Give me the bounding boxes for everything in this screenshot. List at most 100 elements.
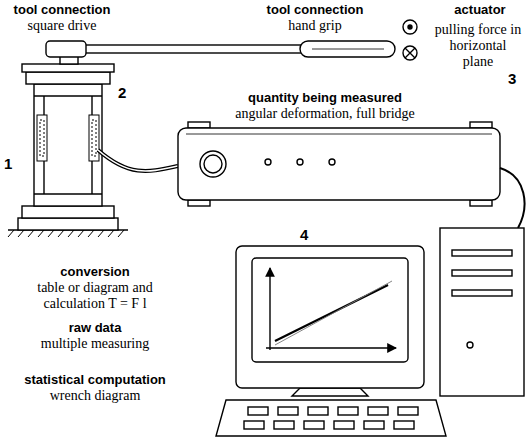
keyboard [398, 407, 418, 415]
label-box: statistical computation [10, 372, 180, 388]
step-heading: conversion [10, 264, 180, 280]
label-box: actuator [435, 2, 525, 18]
keyboard [394, 421, 414, 429]
step-heading: raw data [10, 320, 180, 336]
torque-transducer [34, 84, 102, 206]
part-heading: tool connection [2, 2, 122, 18]
label-box: angular deformation, full bridge [215, 106, 435, 122]
monitor [236, 246, 424, 396]
part-heading: quantity being measured [215, 90, 435, 106]
step-heading: statistical computation [10, 372, 180, 388]
keyboard [274, 421, 294, 429]
computer-tower [452, 270, 512, 276]
label-box: wrench diagram [10, 388, 180, 404]
measuring-amplifier [297, 159, 303, 165]
torque-transducer [26, 72, 110, 84]
keyboard [278, 407, 298, 415]
step-note: wrench diagram [10, 388, 180, 404]
computer-tower [467, 342, 473, 348]
setup-illustration [8, 20, 524, 436]
signal-cable [98, 150, 178, 171]
signal-cable [98, 150, 178, 171]
wrench-diagram-plot [269, 268, 270, 350]
measuring-amplifier [204, 155, 222, 173]
measuring-amplifier [470, 200, 492, 206]
measuring-amplifier [188, 200, 210, 206]
torque-transducer [34, 95, 102, 96]
computer-tower [440, 228, 524, 396]
label-box: hand grip [255, 18, 375, 34]
part-heading: actuator [435, 2, 525, 18]
keyboard [364, 421, 384, 429]
force-direction-symbol [403, 20, 417, 60]
measuring-amplifier [329, 159, 335, 165]
label-box: raw data [10, 320, 180, 336]
computer-tower [452, 250, 512, 256]
callout-number: 4 [300, 226, 308, 244]
label-box: conversion [10, 264, 180, 280]
torque-wrench [46, 41, 395, 57]
force-direction-symbol [405, 48, 415, 58]
keyboard [248, 407, 268, 415]
computer-tower [440, 228, 524, 396]
data-cable [500, 168, 524, 228]
strain-gauge [37, 115, 47, 161]
wrench-diagram-plot [275, 285, 388, 341]
torque-wrench [46, 41, 86, 57]
label-box: pulling force in horizontal plane [433, 22, 523, 70]
strain-gauge [89, 115, 99, 161]
label-box: table or diagram and calculation T = F l [10, 280, 180, 312]
label-box: quantity being measured [215, 90, 435, 106]
wrench-diagram-plot [275, 281, 392, 345]
measuring-amplifier [470, 122, 492, 128]
torque-wrench [300, 41, 395, 57]
torque-wrench [84, 45, 302, 53]
label-box: square drive [2, 18, 122, 34]
monitor [292, 388, 368, 396]
label-box: multiple measuring [10, 336, 180, 352]
torque-transducer [22, 206, 114, 218]
step-note: table or diagram and calculation T = F l [10, 280, 180, 312]
part-note: square drive [2, 18, 122, 34]
strain-gauge [92, 120, 96, 156]
step-note: multiple measuring [10, 336, 180, 352]
keyboard [338, 407, 358, 415]
label-box: 1 [4, 155, 12, 173]
part-note: angular deformation, full bridge [215, 106, 435, 122]
keyboard [216, 400, 446, 436]
part-heading: tool connection [255, 2, 375, 18]
force-direction-symbol [403, 20, 417, 34]
keyboard [304, 421, 324, 429]
callout-number: 1 [4, 155, 12, 173]
signal-cable [98, 150, 178, 171]
keyboard [368, 407, 388, 415]
torque-transducer [18, 218, 118, 230]
wrench-diagram-plot [266, 347, 396, 348]
label-box: tool connection [255, 2, 375, 18]
monitor [236, 246, 424, 388]
measuring-amplifier [188, 122, 210, 128]
label-box: 4 [300, 226, 308, 244]
torque-transducer [34, 193, 102, 194]
strain-gauge [40, 120, 44, 156]
force-direction-symbol [408, 25, 412, 29]
ground-hatch [8, 230, 124, 237]
torque-wrench [312, 49, 384, 50]
measuring-amplifier [186, 134, 492, 135]
data-cable [500, 168, 524, 228]
measuring-amplifier [265, 159, 271, 165]
measuring-amplifier [178, 122, 500, 206]
keyboard [244, 421, 264, 429]
label-box: 2 [118, 84, 126, 102]
measuring-amplifier [178, 128, 500, 200]
label-box: 3 [508, 70, 516, 88]
torque-transducer [18, 56, 118, 230]
ground-hatch [8, 230, 128, 237]
computer-tower [452, 290, 512, 296]
callout-number: 3 [508, 70, 516, 88]
keyboard [308, 407, 328, 415]
part-note: hand grip [255, 18, 375, 34]
torque-transducer [22, 64, 114, 72]
force-direction-symbol [403, 46, 417, 60]
